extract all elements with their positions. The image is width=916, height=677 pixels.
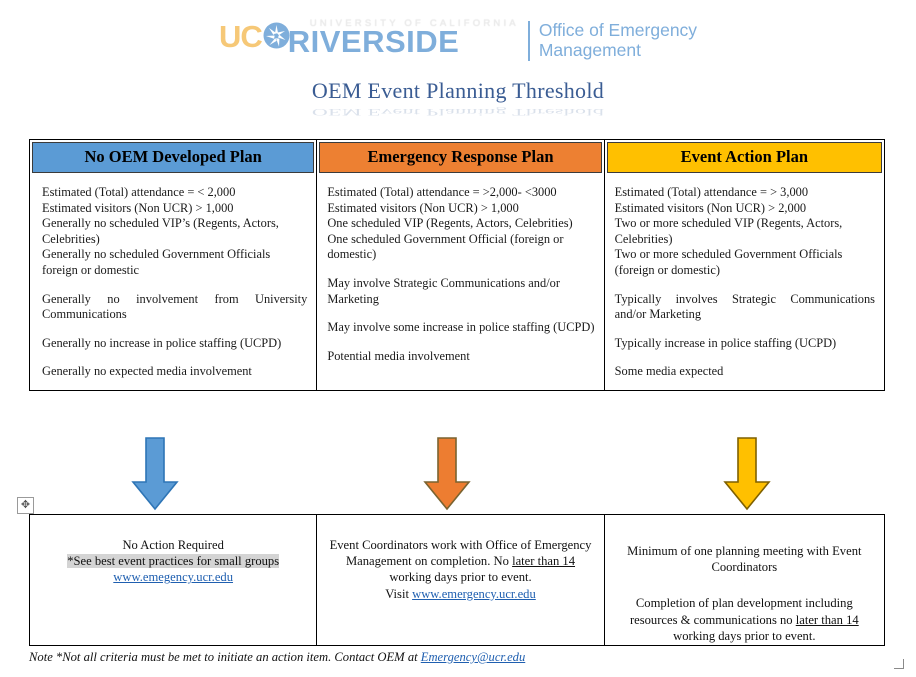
criteria-column-header: Emergency Response Plan (319, 142, 602, 173)
criteria-column-body: Estimated (Total) attendance = >2,000- <… (317, 173, 603, 390)
logo-office-line-1: Office of Emergency (538, 20, 698, 40)
criteria-line: Potential media involvement (327, 348, 470, 363)
visit-label: Visit (385, 586, 413, 601)
action-paragraph: Event Coordinators work with Office of E… (329, 537, 592, 586)
action-text-underlined: later than 14 (795, 612, 859, 627)
action-line-2: *See best event practices for small grou… (42, 553, 304, 569)
action-cell-erp: Event Coordinators work with Office of E… (317, 515, 605, 645)
criteria-line: Estimated (Total) attendance = >2,000- <… (327, 185, 557, 199)
oem-email-link[interactable]: Emergency@ucr.edu (420, 650, 526, 664)
criteria-column-header: No OEM Developed Plan (32, 142, 315, 173)
logo-university-line: UNIVERSITY OF CALIFORNIA (309, 18, 519, 29)
criteria-line: Some media expected (614, 364, 724, 379)
criteria-line: Two or more scheduled Government Officia… (614, 247, 843, 277)
criteria-line: One scheduled VIP (Regents, Actors, Cele… (327, 216, 573, 231)
criteria-line: Estimated visitors (Non UCR) > 2,000 (614, 200, 807, 215)
action-visit-row: Visit www.emergency.ucr.edu (329, 586, 591, 602)
action-text-underlined: later than 14 (512, 554, 576, 569)
ucr-sunburst-icon (263, 22, 290, 49)
emergency-site-link[interactable]: www.emegency.ucr.edu (113, 570, 234, 585)
action-text-a: Event Coordinators work with Office of E… (329, 538, 592, 569)
criteria-line: Generally no scheduled Government Offici… (42, 247, 271, 277)
page-title-reflection: OEM Event Planning Threshold (311, 106, 605, 118)
action-paragraph-2: Completion of plan development including… (617, 595, 872, 644)
criteria-line: May involve Strategic Communications and… (327, 275, 560, 306)
page-title-text: OEM Event Planning Threshold (311, 78, 605, 103)
criteria-line: Typically involves Strategic Communicati… (614, 291, 875, 322)
footer-note: Note *Not all criteria must be met to in… (29, 650, 885, 665)
action-text-a: Completion of plan development including… (629, 596, 853, 627)
action-text-b: working days prior to event. (389, 570, 532, 585)
criteria-line: Generally no involvement from University… (42, 291, 308, 322)
criteria-line: Estimated visitors (Non UCR) > 1,000 (327, 200, 519, 215)
action-line-2-text: *See best event practices for small grou… (67, 554, 280, 569)
criteria-line: Estimated (Total) attendance = < 2,000 (42, 185, 236, 199)
page-title: OEM Event Planning Threshold OEM Event P… (0, 78, 916, 125)
criteria-line: Generally no expected media involvement (42, 364, 252, 379)
action-cell-eap: Minimum of one planning meeting with Eve… (605, 515, 884, 645)
action-line-1: No Action Required (122, 538, 224, 552)
logo-uc-text: UC (218, 19, 263, 54)
criteria-line: Estimated (Total) attendance = > 3,000 (614, 185, 809, 199)
logo-office-text: Office of Emergency Management (539, 20, 697, 60)
logo-divider (527, 21, 530, 61)
action-cell-no-plan: No Action Required *See best event pract… (30, 515, 318, 645)
page-corner-marker (894, 659, 904, 669)
logo-riverside-text: RIVERSIDE (287, 24, 460, 59)
criteria-column-header: Event Action Plan (606, 142, 882, 173)
action-table: No Action Required *See best event pract… (29, 514, 885, 646)
arrow-row (29, 430, 885, 515)
criteria-line: May involve some increase in police staf… (327, 320, 595, 335)
arrow-down-blue-icon (131, 436, 179, 512)
action-link-row: www.emegency.ucr.edu (42, 569, 304, 585)
criteria-line: Estimated visitors (Non UCR) > 1,000 (42, 200, 234, 215)
action-text-b: working days prior to event. (673, 628, 816, 643)
criteria-line: Generally no increase in police staffing… (42, 335, 282, 350)
ucr-oem-logo: UC UNIVERSITY OF CALIFORNIA RIVERSIDE Of… (0, 12, 916, 64)
criteria-line: Two or more scheduled VIP (Regents, Acto… (614, 216, 843, 246)
criteria-line: Generally no scheduled VIP’s (Regents, A… (42, 216, 279, 246)
logo-riverside-block: UNIVERSITY OF CALIFORNIA RIVERSIDE (288, 12, 519, 57)
criteria-line: Typically increase in police staffing (U… (614, 335, 837, 350)
logo-office-line-2: Management (538, 40, 641, 60)
emergency-site-link[interactable]: www.emergency.ucr.edu (412, 586, 536, 601)
arrow-down-orange-icon (423, 436, 471, 512)
action-paragraph-1: Minimum of one planning meeting with Eve… (627, 544, 862, 575)
arrow-down-gold-icon (723, 436, 771, 512)
criteria-line: One scheduled Government Official (forei… (327, 231, 564, 262)
table-move-handle-icon[interactable]: ✥ (17, 497, 34, 514)
footer-note-text: Note *Not all criteria must be met to in… (29, 650, 421, 664)
